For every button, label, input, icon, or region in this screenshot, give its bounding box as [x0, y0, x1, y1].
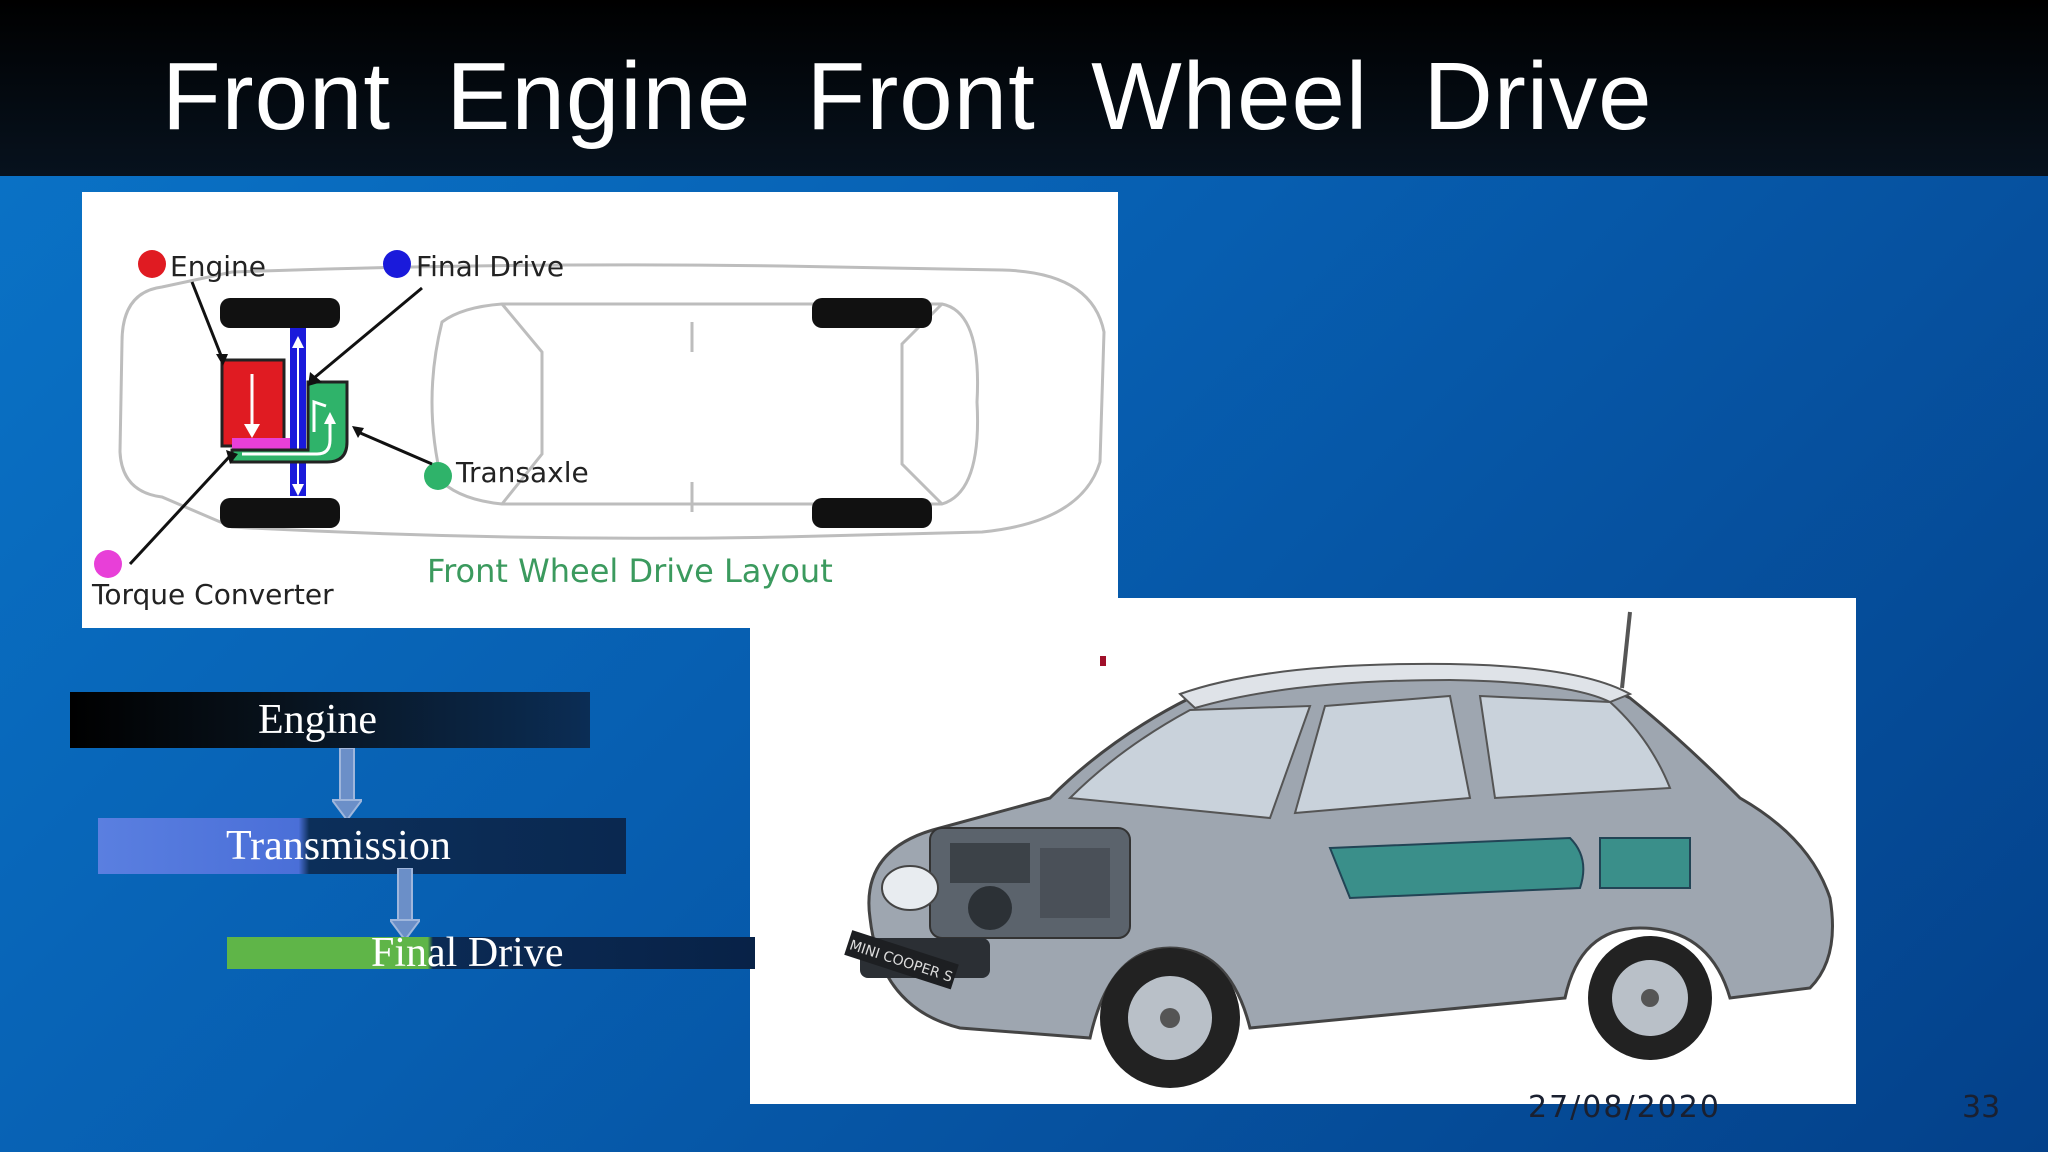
torque-converter-dot: [94, 550, 122, 578]
flow-step-transmission: Transmission: [98, 818, 626, 874]
rear-left-wheel: [812, 298, 932, 328]
final-drive-dot: [383, 250, 411, 278]
car-outline: [118, 263, 1106, 540]
torque-converter-label: Torque Converter: [91, 578, 334, 611]
flow-step-label: Transmission: [226, 823, 451, 869]
flow-arrow-down-icon: [390, 868, 420, 940]
flow-arrow-down-icon: [332, 748, 362, 820]
flow-step-label: Final Drive: [371, 930, 564, 976]
transaxle-dot: [424, 462, 452, 490]
car-cutaway-photo: MINI COOPER S: [750, 598, 1856, 1104]
title-bar: Front Engine Front Wheel Drive: [0, 0, 2048, 176]
flow-step-label: Engine: [258, 697, 377, 743]
transaxle-label: Transaxle: [455, 456, 589, 489]
front-right-wheel: [220, 498, 340, 528]
page-number: 33: [1962, 1090, 2001, 1125]
number-plate: [844, 930, 959, 990]
side-window-rear: [1478, 694, 1672, 800]
fuel-tank: [1328, 836, 1585, 900]
flow-step-engine: Engine: [70, 692, 590, 748]
final-drive-label: Final Drive: [416, 250, 564, 283]
slide-title: Front Engine Front Wheel Drive: [162, 43, 1653, 150]
windshield: [1067, 704, 1312, 820]
engine-label: Engine: [170, 250, 266, 283]
layout-caption: Front Wheel Drive Layout: [427, 552, 833, 590]
side-window-front: [1293, 694, 1472, 815]
slide-date: 27/08/2020: [1528, 1090, 1721, 1125]
rear-right-wheel: [812, 498, 932, 528]
engine-dot: [138, 250, 166, 278]
headlight: [881, 865, 939, 911]
fwd-layout-diagram: Engine Final Drive Transaxle Torque Conv…: [82, 192, 1118, 628]
front-left-wheel: [220, 298, 340, 328]
cabin-outline: [430, 302, 980, 506]
flow-step-final-drive: Final Drive: [227, 930, 755, 976]
